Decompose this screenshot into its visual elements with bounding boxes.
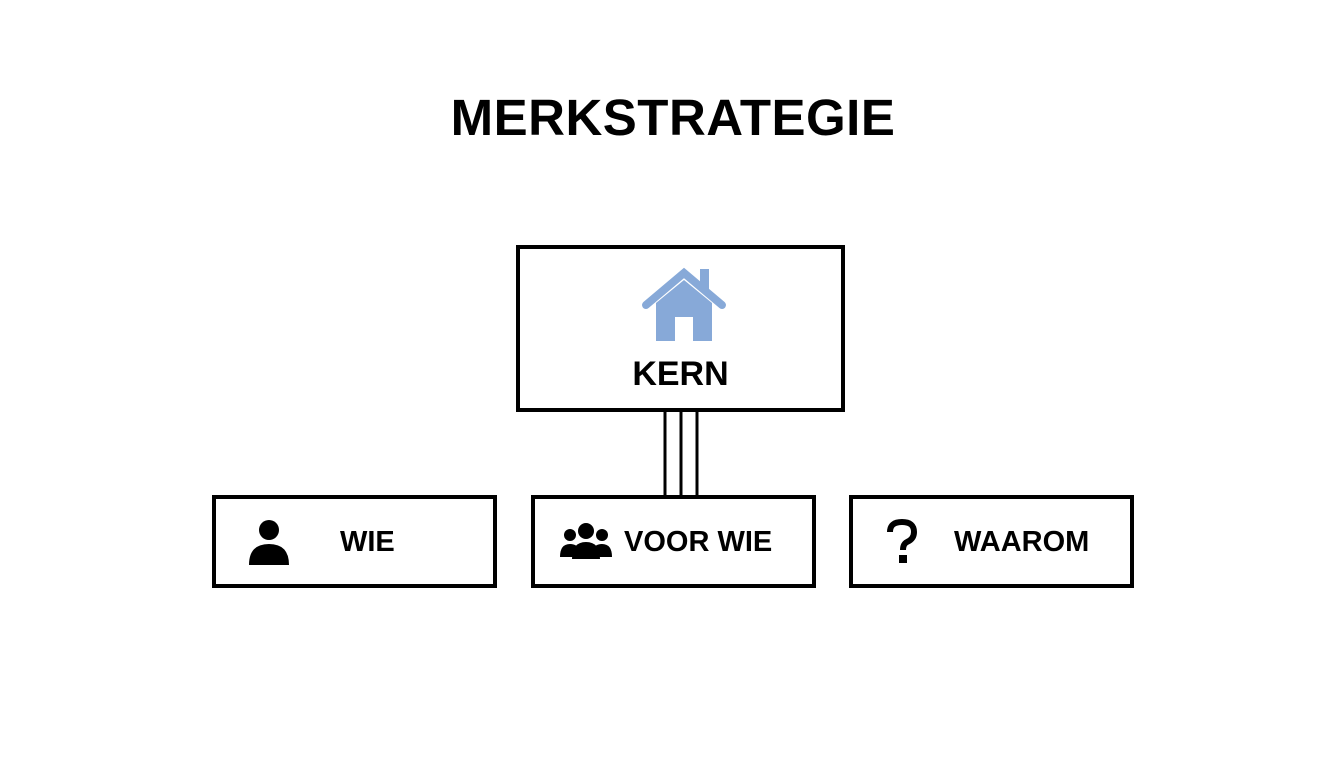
question-mark-icon bbox=[887, 519, 918, 563]
branch-label-wie: WIE bbox=[340, 526, 395, 558]
branch-box-waarom: WAAROM bbox=[849, 495, 1134, 588]
branch-label-voor-wie: VOOR WIE bbox=[624, 526, 773, 558]
core-label: KERN bbox=[632, 355, 729, 393]
branch-box-voor-wie: VOOR WIE bbox=[531, 495, 816, 588]
core-box: KERN bbox=[516, 245, 845, 412]
connector-lines bbox=[663, 411, 699, 497]
house-icon bbox=[642, 267, 726, 341]
diagram-title: MERKSTRATEGIE bbox=[450, 89, 896, 146]
branch-box-wie: WIE bbox=[212, 495, 497, 588]
group-icon bbox=[560, 523, 612, 559]
branch-label-waarom: WAAROM bbox=[954, 526, 1090, 558]
person-icon bbox=[249, 520, 289, 565]
